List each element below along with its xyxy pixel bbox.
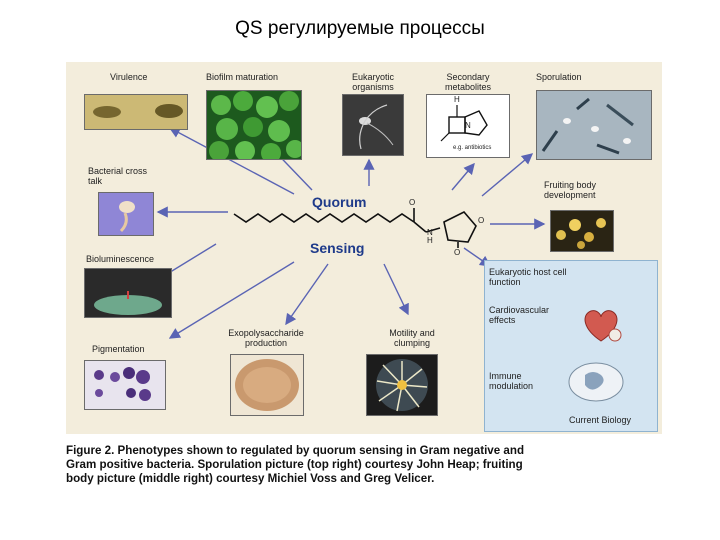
molecule-o-carbonyl: O bbox=[454, 248, 461, 257]
arrow-pigmentation bbox=[168, 261, 295, 339]
pigmentation-photo bbox=[84, 360, 166, 410]
caption-line-2: Gram positive bacteria. Sporulation pict… bbox=[66, 458, 523, 471]
exopolysaccharide-photo bbox=[230, 354, 304, 416]
label-fruiting: Fruiting body development bbox=[544, 180, 597, 200]
label-secondary: Secondary metabolites bbox=[444, 72, 492, 92]
label-bioluminescence: Bioluminescence bbox=[86, 254, 155, 264]
label-cardiovascular: Cardiovascular effects bbox=[489, 305, 550, 325]
crosstalk-photo bbox=[98, 192, 154, 236]
credit-label: Current Biology bbox=[569, 415, 632, 425]
slide-title: QS регулируемые процессы bbox=[235, 18, 485, 39]
label-sporulation: Sporulation bbox=[536, 72, 582, 82]
virulence-photo bbox=[84, 94, 188, 130]
label-biofilm: Biofilm maturation bbox=[206, 72, 279, 82]
bioluminescence-photo bbox=[84, 268, 172, 318]
arrows-layer bbox=[152, 127, 546, 339]
heart-icon bbox=[577, 305, 625, 345]
label-eukaryotic: Eukaryotic organisms bbox=[351, 72, 395, 92]
arrow-virulence bbox=[168, 127, 295, 195]
eukaryotic-organisms-photo bbox=[342, 94, 404, 156]
label-crosstalk: Bacterial cross talk bbox=[88, 166, 148, 186]
metabolite-h: H bbox=[454, 95, 460, 104]
metabolite-n: N bbox=[465, 121, 471, 130]
label-pigmentation: Pigmentation bbox=[92, 344, 145, 354]
caption-line-3: body picture (middle right) courtesy Mic… bbox=[66, 472, 435, 485]
sporulation-photo bbox=[536, 90, 652, 160]
label-exopoly: Exopolysaccharide production bbox=[228, 328, 304, 348]
quorum-word: Quorum bbox=[312, 194, 367, 210]
fruiting-body-photo bbox=[550, 210, 614, 252]
host-panel-title: Eukaryotic host cell function bbox=[489, 267, 567, 287]
molecule-o-top: O bbox=[409, 198, 416, 207]
arrow-secondary bbox=[451, 162, 475, 191]
label-immune: Immune modulation bbox=[489, 371, 534, 391]
molecule-o-ring: O bbox=[478, 216, 485, 225]
label-motility: Motility and clumping bbox=[389, 328, 435, 348]
molecule-h: H bbox=[427, 236, 433, 245]
arrow-exopoly bbox=[285, 263, 329, 326]
metabolite-note: e.g. antibiotics bbox=[453, 145, 492, 151]
motility-photo bbox=[366, 354, 438, 416]
molecule-n: N bbox=[427, 228, 433, 237]
label-virulence: Virulence bbox=[110, 72, 148, 82]
immune-cell-icon bbox=[567, 361, 625, 403]
arrow-sporulation bbox=[481, 153, 534, 197]
secondary-metabolites-structure: H N e.g. antibiotics bbox=[426, 94, 510, 158]
caption-line-1: Figure 2. Phenotypes shown to regulated … bbox=[66, 444, 525, 457]
arrow-motility bbox=[383, 263, 409, 316]
figure-caption: Figure 2. Phenotypes shown to regulated … bbox=[66, 444, 666, 486]
biofilm-photo bbox=[206, 90, 302, 160]
sensing-word: Sensing bbox=[310, 240, 365, 256]
host-function-panel: Eukaryotic host cell function Cardiovasc… bbox=[484, 260, 658, 432]
quorum-sensing-figure: Virulence Biofilm maturation Eukaryotic … bbox=[66, 62, 662, 434]
